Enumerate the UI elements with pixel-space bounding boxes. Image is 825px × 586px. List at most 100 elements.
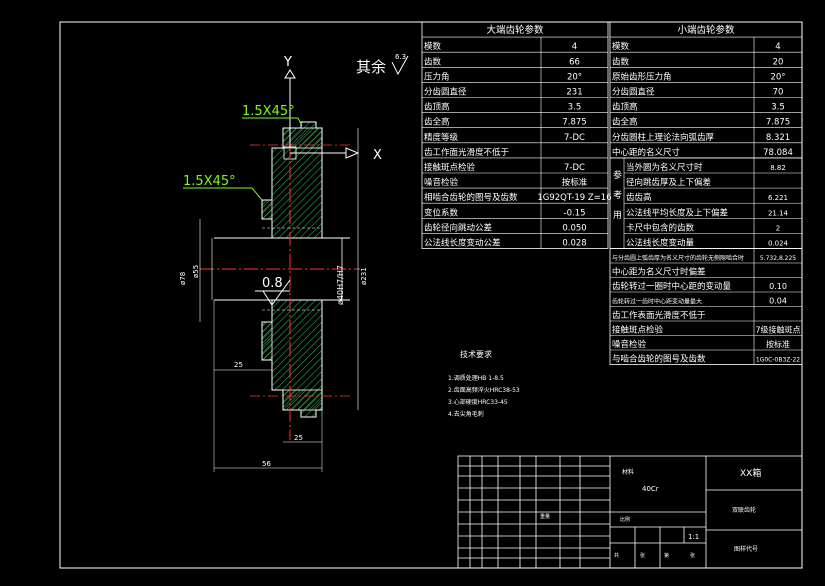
lower-param-value: 1G0C-0B3Z-22 [756, 357, 800, 364]
ref-param-label: 当外圆为名义尺寸时 [626, 162, 703, 173]
table-param-label: 精度等级 [424, 132, 459, 143]
small-gear-teeth-top [261, 199, 273, 220]
title-material-label: 材料 [622, 468, 634, 476]
title-part-name: 双联齿轮 [732, 506, 756, 514]
ref-param-label: 卡尺中包含的齿数 [626, 222, 695, 233]
ref-param-label: 径向跳齿厚及上下偏差 [626, 177, 711, 188]
dim-hub-length: 25 [234, 361, 243, 369]
table-param-label: 分齿圆柱上理论法向弧齿厚 [612, 132, 715, 143]
tech-requirements: 技术要求 1.调质处理HB 1-8.5 2.齿面高频淬火HRC38-53 3.心… [448, 349, 520, 418]
table-param-label: 压力角 [424, 71, 450, 82]
ref-param-label: 公法线长度变动量 [626, 238, 695, 249]
table-param-value: 4 [775, 42, 780, 52]
table-param-value: 20 [773, 57, 784, 67]
title-scale-label: 比例 [620, 516, 630, 523]
table-param-label: 齿顶高 [612, 102, 638, 113]
ref-label-char: 参 [613, 169, 622, 181]
table-param-value: 0.028 [562, 239, 586, 249]
lower-param-label: 齿轮转过一齿时中心距变动量最大 [612, 298, 702, 306]
title-material: 40Cr [642, 485, 659, 493]
table-param-value: 3.5 [568, 103, 582, 113]
chamfer-mid-label: 1.5X45° [183, 174, 236, 189]
axis-x-arrow [345, 147, 360, 159]
title-scale: 1:1 [688, 533, 699, 541]
lower-param-label: 齿工作表面光滑度不低于 [612, 310, 706, 321]
axis-y-label: Y [283, 55, 292, 70]
lower-param-value: 0.10 [769, 282, 787, 291]
lower-param-label: 与啮合齿轮的图号及齿数 [612, 354, 706, 365]
dim-tooth-width: 25 [294, 434, 303, 442]
ref-param-label: 齿齿高 [626, 192, 652, 203]
table-param-label: 分齿圆直径 [612, 87, 655, 98]
roughness-note-value: 6.3 [395, 53, 406, 61]
title-project: XX箱 [740, 467, 761, 479]
lower-param-value: 0.04 [769, 297, 787, 306]
ref-param-value: 6.221 [768, 194, 788, 202]
table-param-label: 变位系数 [424, 207, 459, 218]
tech-requirements-title: 技术要求 [460, 349, 492, 359]
title-weight: 重量 [540, 513, 550, 520]
lower-param-value: 按标准 [766, 339, 790, 349]
table-param-label: 模数 [612, 41, 630, 52]
table-param-value: 7.875 [766, 118, 790, 128]
dim-outer: ø231 [360, 267, 368, 285]
dim-left-2: ø55 [192, 265, 200, 278]
table-param-label: 公法线长度变动公差 [424, 238, 501, 249]
table-param-value: 4 [572, 42, 577, 52]
table-param-value: 78.084 [763, 148, 793, 158]
lower-param-value: 5.732,8.225 [760, 255, 796, 262]
ref-label-char: 用 [613, 210, 622, 221]
title-block [457, 455, 803, 569]
tech-requirement-item: 1.调质处理HB 1-8.5 [448, 374, 504, 382]
table-param-label: 齿数 [424, 56, 442, 67]
title-sheet-cell: 张 [690, 552, 695, 559]
table-param-label: 接触斑点检验 [424, 162, 476, 173]
table-param-label: 模数 [424, 41, 442, 52]
table-param-label: 中心距的名义尺寸 [612, 147, 681, 158]
roughness-note-label: 其余 [356, 58, 386, 76]
ref-param-value: 21.14 [768, 209, 789, 217]
table-param-label: 噪音检验 [424, 177, 459, 188]
dim-total: 56 [262, 460, 271, 468]
table-param-value: 66 [569, 57, 580, 67]
table-param-label: 齿顶高 [424, 102, 450, 113]
dim-left-1: ø78 [179, 272, 187, 285]
chamfer-top-label: 1.5X45° [242, 104, 295, 119]
roughness-note-symbol [391, 55, 409, 76]
lower-param-label: 与分齿圆上弧齿厚为名义尺寸的齿轮无侧隙啮合时 [612, 254, 744, 262]
bore-dimension: ø40H7/H7 [336, 265, 345, 305]
table-param-label: 分齿圆直径 [424, 87, 467, 98]
small-gear-teeth-bottom [261, 321, 273, 361]
origin-box [283, 146, 297, 160]
axis-x-label: X [373, 148, 382, 163]
lower-param-label: 噪音检验 [612, 339, 647, 350]
tech-requirement-item: 3.心部硬度HRC33-45 [448, 398, 508, 406]
table-title: 大端齿轮参数 [486, 24, 544, 36]
table-param-value: 7-DC [564, 133, 585, 143]
big-gear-tooth-bottom [282, 389, 323, 411]
table-param-value: 8.321 [766, 133, 790, 143]
table-param-label: 齿轮径向跳动公差 [424, 222, 492, 233]
table-param-value: 3.5 [771, 103, 785, 113]
big-gear-tooth-top [282, 127, 323, 149]
table-param-label: 齿全高 [424, 117, 450, 128]
title-sheet-cell: 张 [640, 552, 645, 559]
table-param-value: 1G92QT-19 Z=16 [537, 193, 611, 203]
ref-param-value: 0.024 [768, 240, 789, 248]
table-param-label: 原始齿形压力角 [612, 71, 672, 82]
lower-param-label: 齿轮转过一圈时中心距的变动量 [612, 281, 732, 292]
ref-param-label: 公法线平均长度及上下偏差 [626, 207, 728, 218]
lower-param-value: 7级接触斑点 [755, 325, 800, 335]
lower-param-label: 接触斑点检验 [612, 325, 664, 336]
tech-requirement-item: 2.齿面高频淬火HRC38-53 [448, 386, 520, 394]
title-drawing-no: 图样代号 [734, 545, 758, 553]
table-param-value: 20° [770, 72, 785, 82]
axis-y-arrow [284, 69, 296, 79]
table-param-value: 7.875 [562, 118, 586, 128]
table-title: 小端齿轮参数 [677, 24, 735, 36]
lower-param-label: 中心距为名义尺寸时偏差 [612, 267, 706, 278]
table-param-value: 70 [773, 88, 784, 98]
